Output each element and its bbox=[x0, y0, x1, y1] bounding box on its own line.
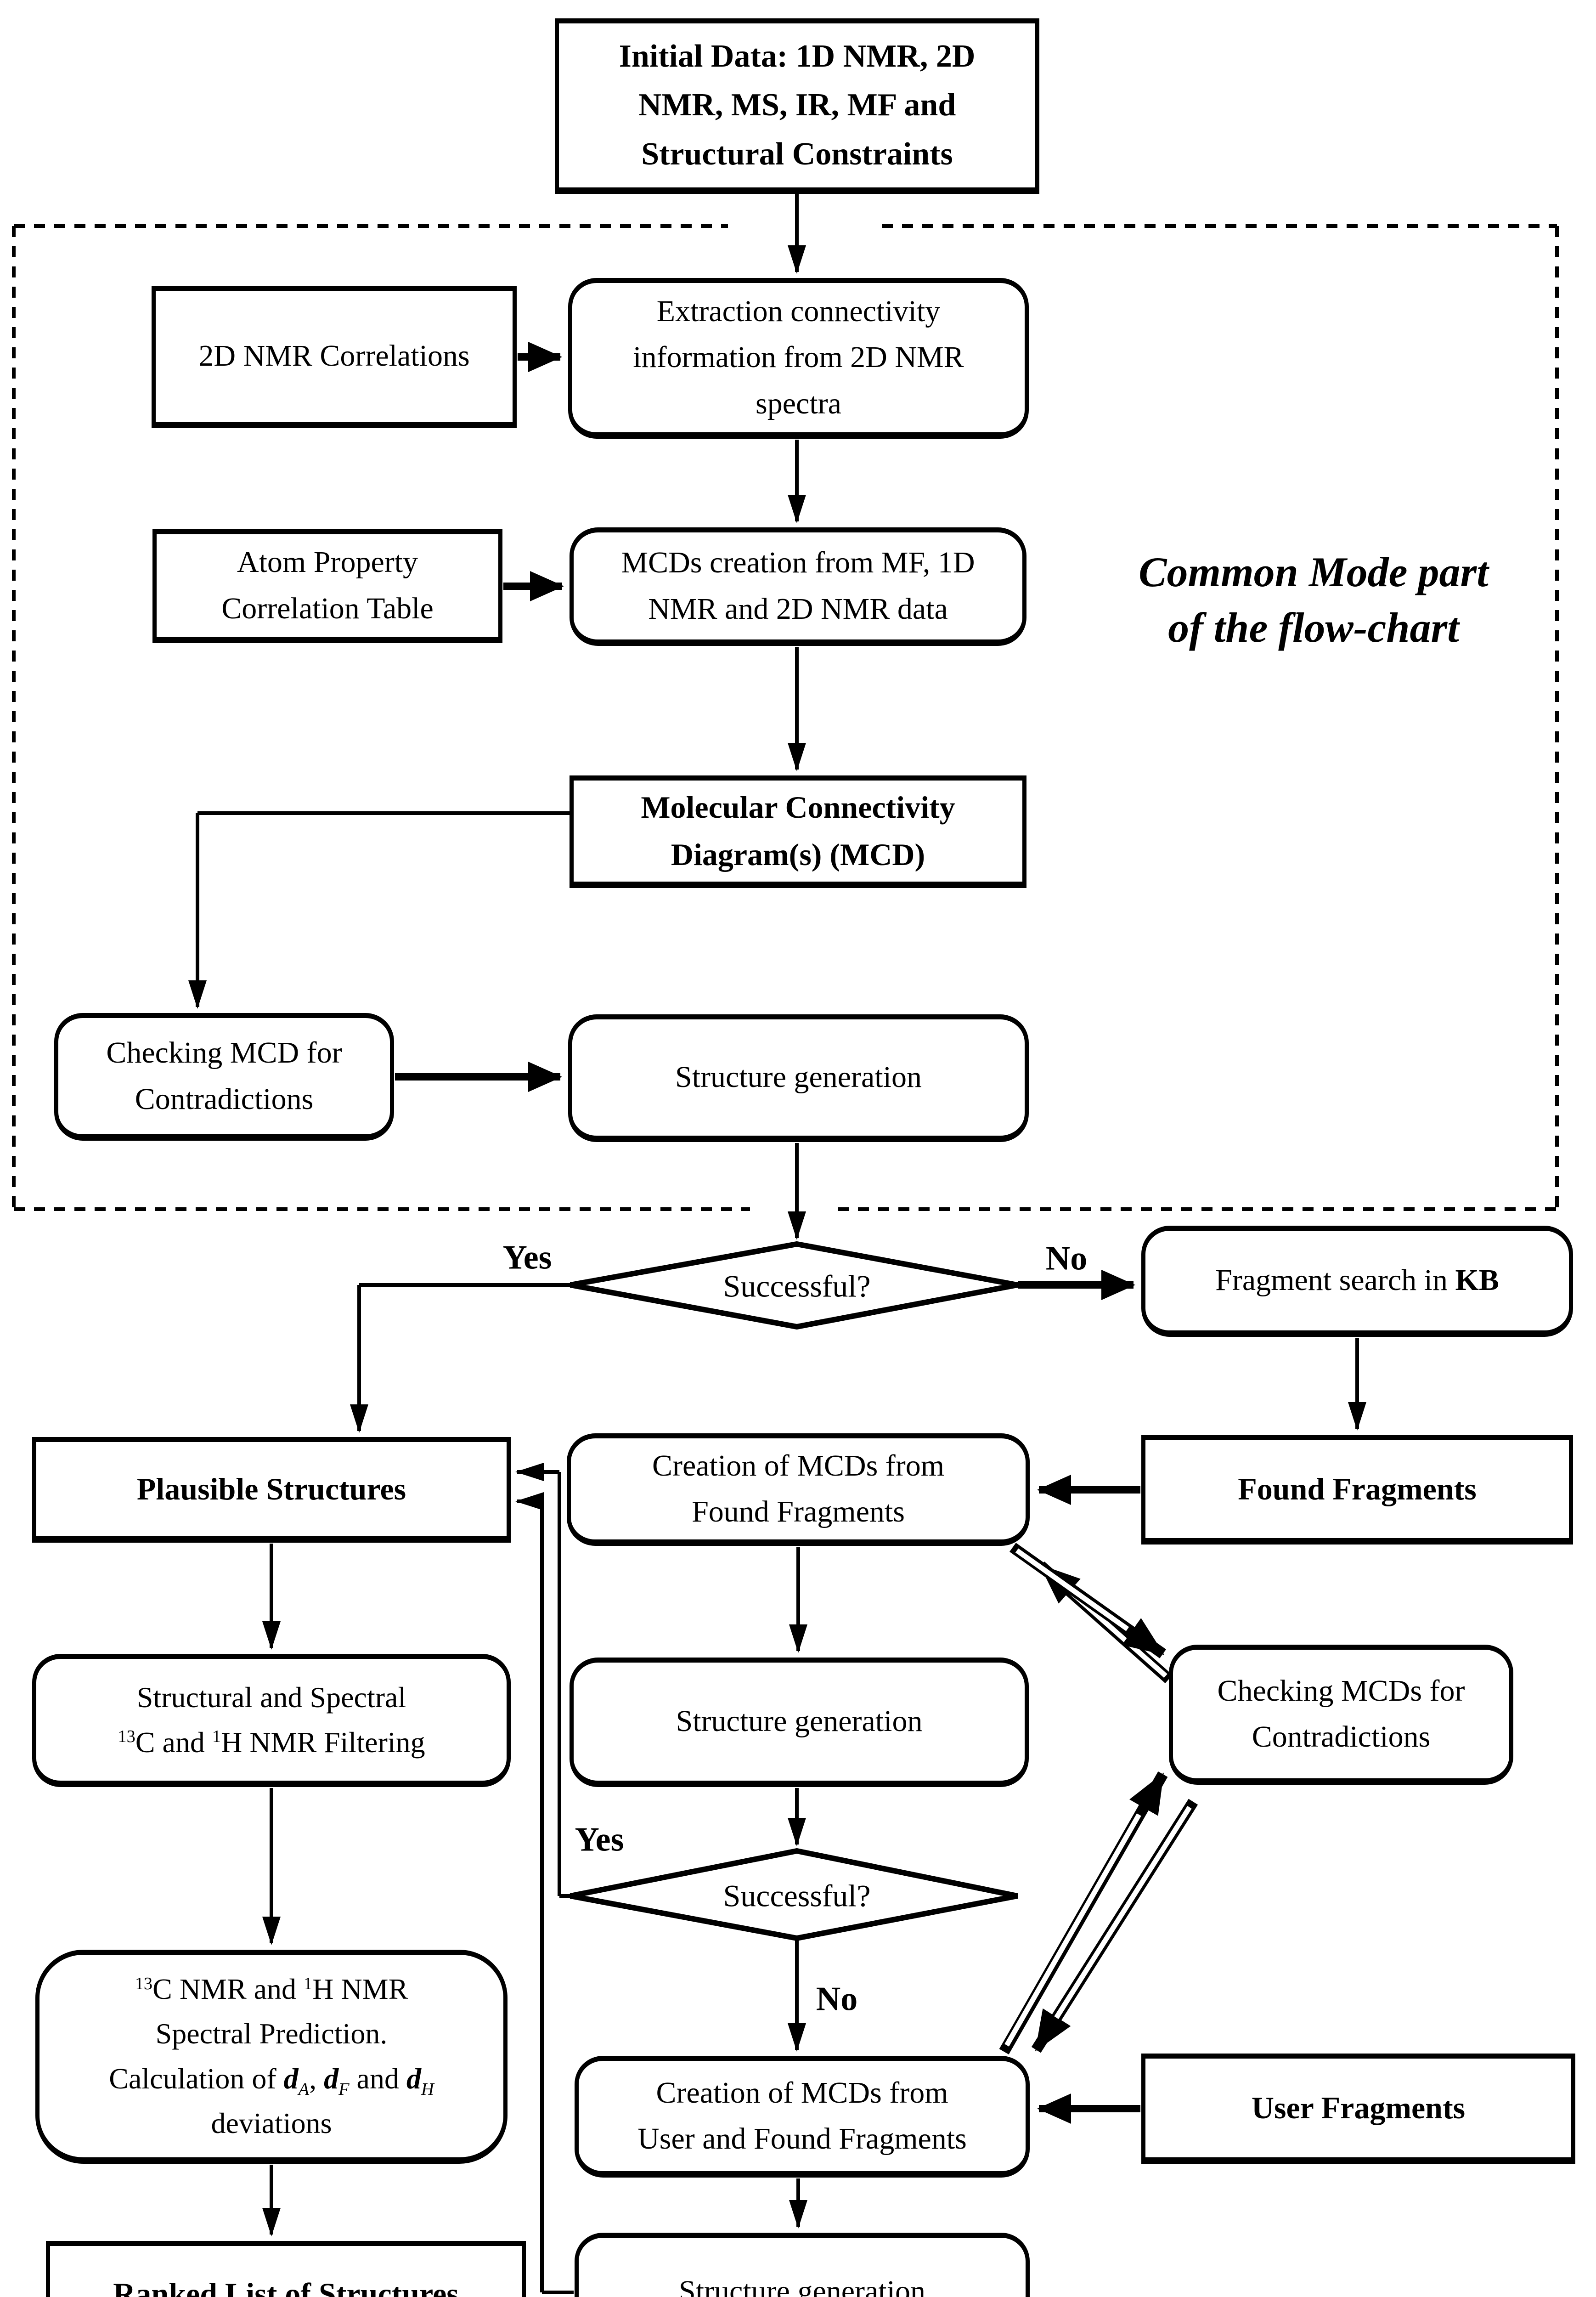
yes-label-1: Yes bbox=[502, 1239, 552, 1277]
extraction-connectivity-box: Extraction connectivity information from… bbox=[568, 278, 1029, 439]
nmr-filtering-line: Structural and Spectral bbox=[136, 1681, 406, 1714]
deviation-dH-subscript: H bbox=[421, 2080, 434, 2099]
atom-property-box: Atom Property Correlation Table bbox=[152, 529, 502, 643]
spectral-prediction-text: C NMR and bbox=[152, 1972, 304, 2005]
found-fragments-box: Found Fragments bbox=[1141, 1435, 1573, 1545]
deviation-dA-symbol: d bbox=[283, 2062, 299, 2095]
nmr-filtering-box: Structural and Spectral 13C and 1H NMR F… bbox=[32, 1654, 511, 1787]
structure-generation-2-box: Structure generation bbox=[570, 1658, 1029, 1787]
common-mode-label-line: Common Mode part bbox=[1139, 549, 1489, 595]
mcds-creation-line: MCDs creation from MF, 1D bbox=[621, 546, 975, 580]
spectral-prediction-line: deviations bbox=[211, 2106, 332, 2139]
nmr-filtering-line: 13C and 1H NMR Filtering bbox=[118, 1720, 425, 1765]
creation-mcds-found-line: Found Fragments bbox=[692, 1495, 905, 1528]
checking-mcds-line: Checking MCDs for bbox=[1217, 1674, 1465, 1708]
user-fragments-label: User Fragments bbox=[1251, 2090, 1466, 2125]
checking-mcds-line: Contradictions bbox=[1252, 1720, 1431, 1754]
mcd-line: Molecular Connectivity bbox=[641, 789, 955, 825]
initial-data-line: NMR, MS, IR, MF and bbox=[638, 87, 956, 123]
spectral-prediction-text: Calculation of bbox=[109, 2062, 284, 2095]
structure-generation-3-box: Structure generation bbox=[575, 2233, 1030, 2297]
decision-diamonds bbox=[570, 1241, 1018, 1941]
atom-property-line: Atom Property bbox=[237, 545, 418, 579]
nmr-filtering-text: C and bbox=[135, 1726, 212, 1759]
deviation-dA-subscript: A bbox=[298, 2080, 310, 2099]
fragment-search-kb-box: Fragment search in KB bbox=[1141, 1226, 1573, 1337]
initial-data-line: Initial Data: 1D NMR, 2D bbox=[619, 38, 976, 74]
mcd-box: Molecular Connectivity Diagram(s) (MCD) bbox=[570, 775, 1026, 888]
checking-mcd-line: Checking MCD for bbox=[106, 1036, 342, 1070]
checking-mcd-line: Contradictions bbox=[135, 1082, 314, 1116]
no-label-2: No bbox=[816, 1980, 858, 2018]
user-fragments-box: User Fragments bbox=[1141, 2054, 1575, 2164]
creation-mcds-user-line: User and Found Fragments bbox=[637, 2122, 967, 2156]
spectral-prediction-text: , bbox=[309, 2062, 324, 2095]
fragment-search-line: Fragment search in KB bbox=[1215, 1257, 1499, 1303]
flow-lines-thin bbox=[188, 193, 1366, 2294]
structure-generation-label: Structure generation bbox=[676, 1704, 923, 1738]
fragment-search-kb-text: KB bbox=[1455, 1263, 1499, 1297]
no-label-1: No bbox=[1045, 1239, 1088, 1278]
atom-property-line: Correlation Table bbox=[221, 591, 434, 625]
deviation-dF-symbol: d bbox=[324, 2062, 339, 2095]
superscript-13: 13 bbox=[118, 1727, 135, 1747]
deviation-dF-subscript: F bbox=[338, 2080, 350, 2099]
creation-mcds-user-box: Creation of MCDs from User and Found Fra… bbox=[575, 2056, 1030, 2178]
nmr-filtering-text: H NMR Filtering bbox=[221, 1726, 425, 1759]
common-mode-label: Common Mode part of the flow-chart bbox=[1102, 544, 1525, 656]
2d-nmr-correlations-label: 2D NMR Correlations bbox=[198, 339, 470, 373]
common-mode-region-border bbox=[12, 224, 1559, 1211]
yes-label-2: Yes bbox=[575, 1821, 624, 1859]
mcd-line: Diagram(s) (MCD) bbox=[671, 837, 925, 872]
plausible-structures-box: Plausible Structures bbox=[32, 1437, 511, 1543]
deviation-dH-symbol: d bbox=[406, 2062, 421, 2095]
spectral-prediction-line: Spectral Prediction. bbox=[155, 2017, 388, 2050]
found-fragments-label: Found Fragments bbox=[1238, 1471, 1477, 1506]
successful-question-1: Successful? bbox=[723, 1268, 871, 1304]
spectral-prediction-line: 13C NMR and 1H NMR bbox=[135, 1967, 408, 2011]
mcds-creation-line: NMR and 2D NMR data bbox=[648, 592, 948, 626]
creation-mcds-found-line: Creation of MCDs from bbox=[652, 1448, 945, 1482]
structure-generation-label: Structure generation bbox=[675, 1060, 922, 1094]
structure-generation-label: Structure generation bbox=[679, 2274, 925, 2297]
creation-mcds-found-box: Creation of MCDs from Found Fragments bbox=[567, 1433, 1030, 1546]
initial-data-box: Initial Data: 1D NMR, 2D NMR, MS, IR, MF… bbox=[555, 18, 1039, 194]
mcds-creation-box: MCDs creation from MF, 1D NMR and 2D NMR… bbox=[570, 527, 1026, 646]
spectral-prediction-box: 13C NMR and 1H NMR Spectral Prediction. … bbox=[35, 1950, 508, 2164]
ranked-list-label: Ranked List of Structures bbox=[113, 2276, 459, 2297]
superscript-1: 1 bbox=[212, 1727, 221, 1747]
successful-decision-2 bbox=[570, 1848, 1018, 1941]
checking-mcd-box: Checking MCD for Contradictions bbox=[54, 1013, 394, 1141]
extraction-line: spectra bbox=[756, 386, 841, 420]
plausible-structures-label: Plausible Structures bbox=[136, 1471, 406, 1506]
superscript-13: 13 bbox=[135, 1974, 153, 1993]
spectral-prediction-line: Calculation of dA, dF and dH bbox=[109, 2056, 434, 2101]
ranked-list-box: Ranked List of Structures bbox=[46, 2241, 526, 2297]
initial-data-line: Structural Constraints bbox=[641, 136, 953, 172]
extraction-line: information from 2D NMR bbox=[633, 340, 964, 374]
superscript-1: 1 bbox=[304, 1974, 313, 1993]
creation-mcds-user-line: Creation of MCDs from bbox=[656, 2076, 948, 2110]
checking-mcds-box: Checking MCDs for Contradictions bbox=[1169, 1645, 1513, 1785]
structure-generation-1-box: Structure generation bbox=[568, 1014, 1029, 1142]
spectral-prediction-text: H NMR bbox=[312, 1972, 408, 2005]
successful-decision-1 bbox=[570, 1241, 1018, 1330]
successful-question-2: Successful? bbox=[723, 1878, 871, 1913]
fragment-search-text: Fragment search in bbox=[1215, 1263, 1455, 1297]
extraction-line: Extraction connectivity bbox=[656, 294, 941, 328]
common-mode-label-line: of the flow-chart bbox=[1168, 604, 1459, 651]
spectral-prediction-text: and bbox=[349, 2062, 406, 2095]
checking-loop-arrows bbox=[999, 1543, 1198, 2054]
2d-nmr-correlations-box: 2D NMR Correlations bbox=[152, 286, 517, 428]
flow-lines-thick bbox=[395, 342, 1140, 2124]
